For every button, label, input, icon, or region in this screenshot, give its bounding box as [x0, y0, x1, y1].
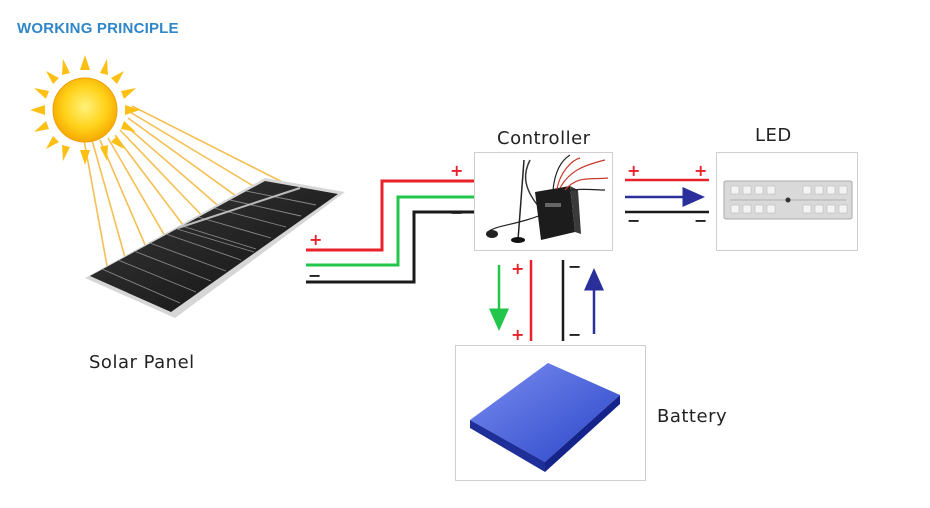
- plus-sign: +: [450, 161, 463, 180]
- plus-sign: +: [511, 259, 524, 278]
- plus-sign: +: [627, 161, 640, 180]
- led-module: [723, 180, 853, 220]
- sun-icon: [30, 55, 140, 165]
- minus-sign: −: [450, 203, 463, 222]
- plus-sign: +: [309, 230, 322, 249]
- solar-panel: [85, 178, 345, 318]
- label-controller: Controller: [497, 128, 591, 149]
- plus-sign: +: [511, 325, 524, 344]
- controller-device: [486, 154, 609, 243]
- minus-sign: −: [568, 257, 581, 276]
- minus-sign: −: [694, 211, 707, 230]
- label-solar-panel: Solar Panel: [89, 352, 195, 373]
- minus-sign: −: [568, 325, 581, 344]
- minus-sign: −: [308, 266, 321, 285]
- section-heading: WORKING PRINCIPLE: [17, 20, 179, 37]
- controller-to-led-lines: [625, 178, 709, 214]
- label-led: LED: [755, 125, 792, 146]
- label-battery: Battery: [657, 406, 728, 427]
- battery-icon: [470, 363, 620, 472]
- panel-to-controller-wires: [306, 179, 474, 284]
- polarity-signs: + − + − + − + − + + − −: [308, 161, 707, 344]
- plus-sign: +: [694, 161, 707, 180]
- minus-sign: −: [627, 211, 640, 230]
- controller-battery-lines: [489, 260, 604, 341]
